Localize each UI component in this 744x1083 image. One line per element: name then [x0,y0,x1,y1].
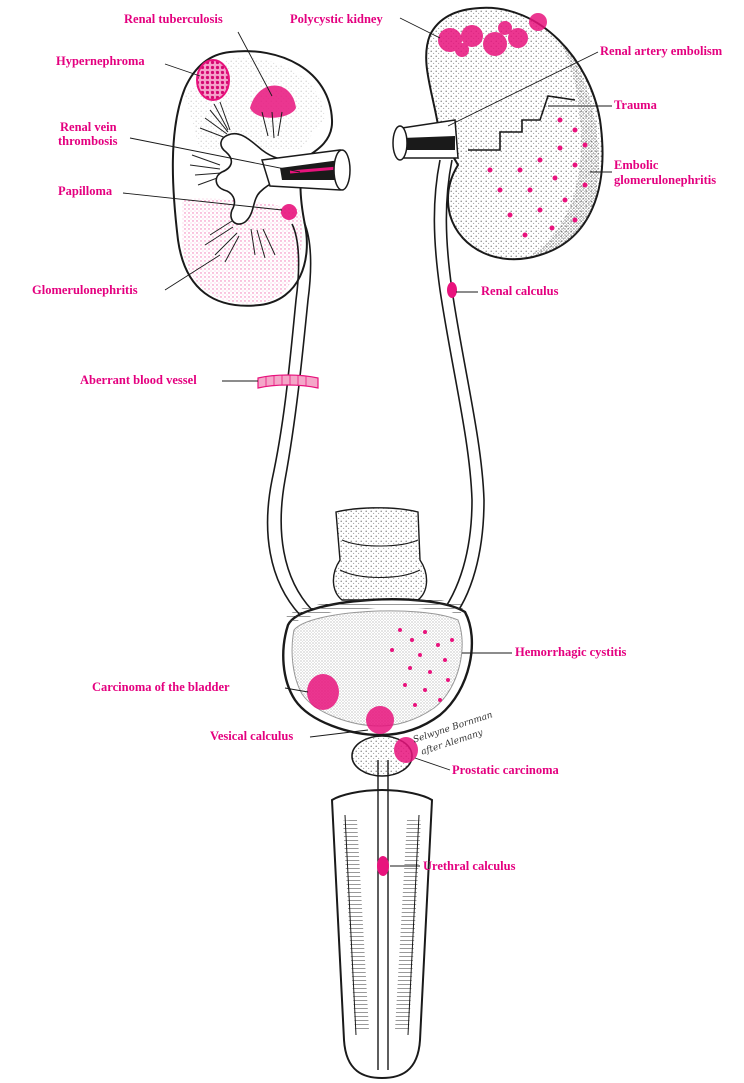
right-kidney [392,6,604,261]
label-hypernephroma: Hypernephroma [56,54,145,68]
leader-lines [122,17,612,867]
label-hemorrhagic-cystitis: Hemorrhagic cystitis [515,645,627,659]
label-renal-calculus: Renal calculus [481,284,559,298]
bladder [282,597,474,737]
renal-tuberculosis-lesion [250,85,296,139]
hypernephroma-lesion [196,59,230,101]
urethral-calculus-stone [377,856,389,876]
label-embolic-line1: Embolic [614,158,659,172]
ureters [266,159,485,623]
bladder-carcinoma-lesion [307,674,339,710]
label-renal-vein-thrombosis-line2: thrombosis [58,134,118,148]
vesical-calculus-stone [366,706,394,734]
papilloma-lesion [281,204,297,220]
label-aberrant-blood-vessel: Aberrant blood vessel [80,373,197,387]
label-renal-tuberculosis: Renal tuberculosis [124,12,223,26]
label-polycystic-kidney: Polycystic kidney [290,12,383,26]
label-urethral-calculus: Urethral calculus [423,859,516,873]
label-carcinoma-of-bladder: Carcinoma of the bladder [92,680,230,694]
label-trauma: Trauma [614,98,657,112]
penis-urethra [330,760,434,1080]
renal-calculus-stone [447,282,457,298]
label-glomerulonephritis: Glomerulonephritis [32,283,138,297]
embolic-glomerulonephritis-dots [487,117,588,238]
prostatic-carcinoma-lesion [394,737,418,763]
label-papilloma: Papilloma [58,184,113,198]
label-renal-vein-thrombosis-line1: Renal vein [60,120,117,134]
polycystic-kidney-cysts [438,13,547,57]
hemorrhagic-cystitis-dots [390,628,454,707]
label-vesical-calculus: Vesical calculus [210,729,294,743]
rectum [332,507,428,601]
label-renal-artery-embolism: Renal artery embolism [600,44,723,58]
aberrant-blood-vessel [257,374,319,389]
left-kidney [171,50,351,307]
prostate [351,735,418,777]
label-embolic-line2: glomerulonephritis [614,173,717,187]
label-prostatic-carcinoma: Prostatic carcinoma [452,763,559,777]
